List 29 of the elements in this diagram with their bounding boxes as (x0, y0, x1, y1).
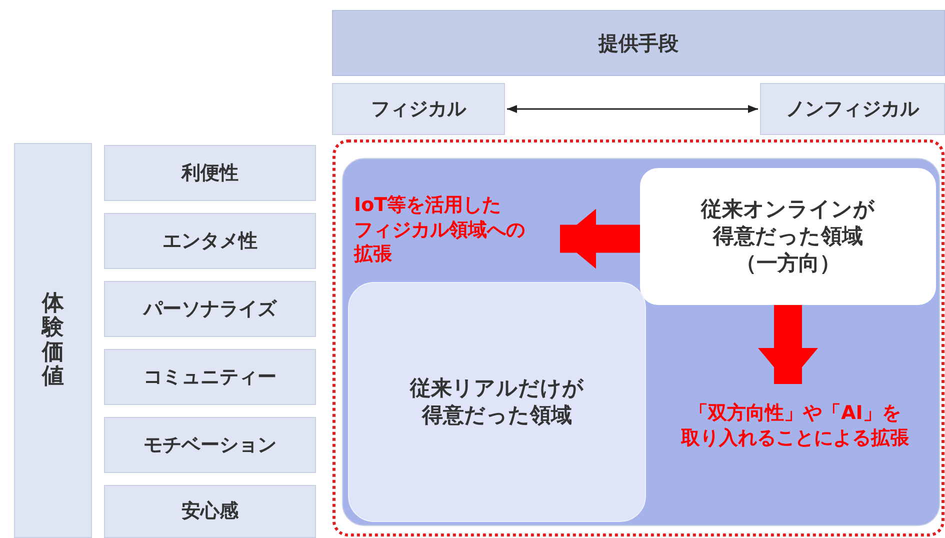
category-box (104, 485, 316, 538)
category-box (104, 145, 316, 201)
annotation-text: IoT等を活用したフィジカル領域への拡張 (354, 192, 526, 268)
header-band (332, 10, 945, 76)
box-label: フィジカル (371, 96, 466, 122)
annotation-text: 「双方向性」や「AI」を取り入れることによる拡張 (680, 401, 910, 451)
category-box (760, 83, 945, 135)
vertical-label: 体験価値 (42, 292, 64, 389)
box-label: 安心感 (182, 499, 238, 524)
category-box (104, 281, 316, 337)
box-label: エンタメ性 (162, 228, 258, 254)
block-arrow (560, 208, 640, 269)
block-arrow (758, 305, 818, 384)
box-label: 従来オンラインが得意だった領域（一方向） (700, 196, 876, 278)
category-box (104, 213, 316, 269)
box-label: ノンフィジカル (786, 96, 919, 122)
box-label: コミュニティー (144, 364, 276, 390)
double-arrow (507, 105, 758, 113)
box-label: 提供手段 (598, 30, 678, 56)
category-box (104, 349, 316, 405)
area-box (640, 168, 936, 305)
area-box (348, 282, 646, 522)
box-label: パーソナライズ (144, 296, 276, 322)
category-box (104, 417, 316, 473)
box-label: 従来リアルだけが得意だった領域 (408, 374, 585, 429)
box-label: 利便性 (182, 160, 238, 186)
category-box (332, 83, 505, 135)
box-label: モチベーション (144, 432, 276, 458)
side-band (14, 143, 92, 538)
